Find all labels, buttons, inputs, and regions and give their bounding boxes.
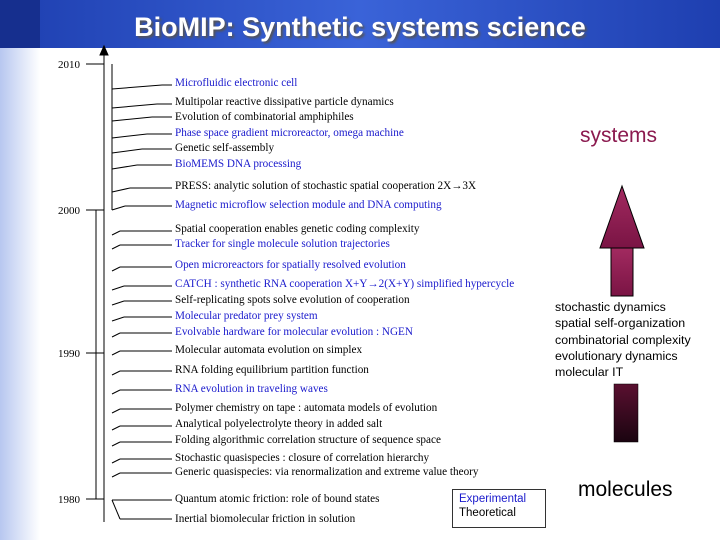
timeline-event-theoretical: Analytical polyelectrolyte theory in add… [175, 418, 383, 430]
timeline-event-theoretical: PRESS: analytic solution of stochastic s… [175, 180, 477, 192]
timeline-event-experimental: Microfluidic electronic cell [175, 77, 298, 89]
timeline-axis-arrowhead [99, 44, 109, 56]
timeline-event-experimental: Evolvable hardware for molecular evoluti… [175, 326, 413, 338]
event-connector [111, 300, 125, 306]
timeline-event-experimental: RNA evolution in traveling waves [175, 383, 328, 395]
timeline-event-theoretical: Genetic self-assembly [175, 142, 275, 154]
timeline-event-experimental: Molecular predator prey system [175, 310, 318, 322]
event-connector [111, 425, 121, 431]
timeline-event-theoretical: Self-replicating spots solve evolution o… [175, 294, 410, 306]
event-connector [111, 164, 138, 170]
event-connector [111, 285, 125, 291]
slide-title: BioMIP: Synthetic systems science [134, 12, 586, 42]
arrow-up-systems [599, 184, 645, 297]
event-connector [111, 332, 121, 338]
legend-experimental: Experimental [459, 493, 527, 505]
timeline-event-theoretical: Spatial cooperation enables genetic codi… [175, 223, 420, 235]
event-connector [111, 266, 121, 272]
timeline-event-experimental: CATCH : synthetic RNA cooperation X+Y→2(… [175, 278, 515, 290]
legend: Experimental Theoretical [452, 489, 546, 528]
timeline-event-experimental: Open microreactors for spatially resolve… [175, 259, 406, 271]
timeline-event-theoretical: RNA folding equilibrium partition functi… [175, 364, 369, 376]
timeline-event-experimental: Magnetic microflow selection module and … [175, 199, 442, 211]
event-connector [111, 244, 121, 250]
event-connector [111, 389, 121, 395]
timeline-event-theoretical: Molecular automata evolution on simplex [175, 344, 363, 356]
timeline-event-theoretical: Folding algorithmic correlation structur… [175, 434, 441, 446]
event-connector [111, 441, 121, 447]
theme-item: combinatorial complexity [555, 332, 691, 347]
event-connector [111, 408, 121, 414]
event-connector [111, 103, 158, 109]
theme-item: spatial self-organization [555, 316, 686, 331]
event-connector [111, 116, 153, 122]
theme-item: evolutionary dynamics [555, 348, 678, 363]
event-connector [111, 458, 121, 464]
year-label-1980: 1980 [58, 494, 80, 506]
theme-item: molecular IT [555, 365, 624, 380]
event-connector [111, 230, 121, 236]
theme-item: stochastic dynamics [555, 300, 666, 314]
event-connector [111, 499, 121, 520]
timeline-event-theoretical: Quantum atomic friction: role of bound s… [175, 493, 380, 505]
timeline-event-theoretical: Polymer chemistry on tape : automata mod… [175, 402, 438, 414]
event-connector [111, 205, 126, 211]
bar-molecules [613, 383, 639, 443]
research-themes: stochastic dynamics spatial self-organiz… [555, 299, 691, 380]
timeline-event-theoretical: Stochastic quasispecies : closure of cor… [175, 452, 430, 464]
event-connector [111, 472, 121, 478]
event-connector [111, 316, 125, 322]
event-connector [111, 350, 121, 356]
event-connector [111, 370, 121, 376]
timeline-event-theoretical: Generic quasispecies: via renormalizatio… [175, 466, 479, 478]
event-connector [111, 84, 163, 90]
event-connector [111, 148, 143, 154]
timeline-event-theoretical: Evolution of combinatorial amphiphiles [175, 111, 354, 123]
event-connector [111, 133, 148, 139]
legend-theoretical: Theoretical [459, 507, 516, 519]
year-label-2010: 2010 [58, 59, 80, 71]
timeline-event-experimental: Tracker for single molecule solution tra… [175, 238, 390, 250]
timeline-event-theoretical: Multipolar reactive dissipative particle… [175, 96, 394, 108]
timeline-event-theoretical: Inertial biomolecular friction in soluti… [175, 513, 356, 525]
molecules-label: molecules [578, 478, 673, 501]
timeline-event-experimental: BioMEMS DNA processing [175, 158, 302, 170]
year-label-2000: 2000 [58, 205, 80, 217]
timeline-event-experimental: Phase space gradient microreactor, omega… [175, 127, 404, 139]
year-label-1990: 1990 [58, 348, 80, 360]
event-connector [111, 187, 131, 193]
systems-label: systems [580, 124, 658, 147]
